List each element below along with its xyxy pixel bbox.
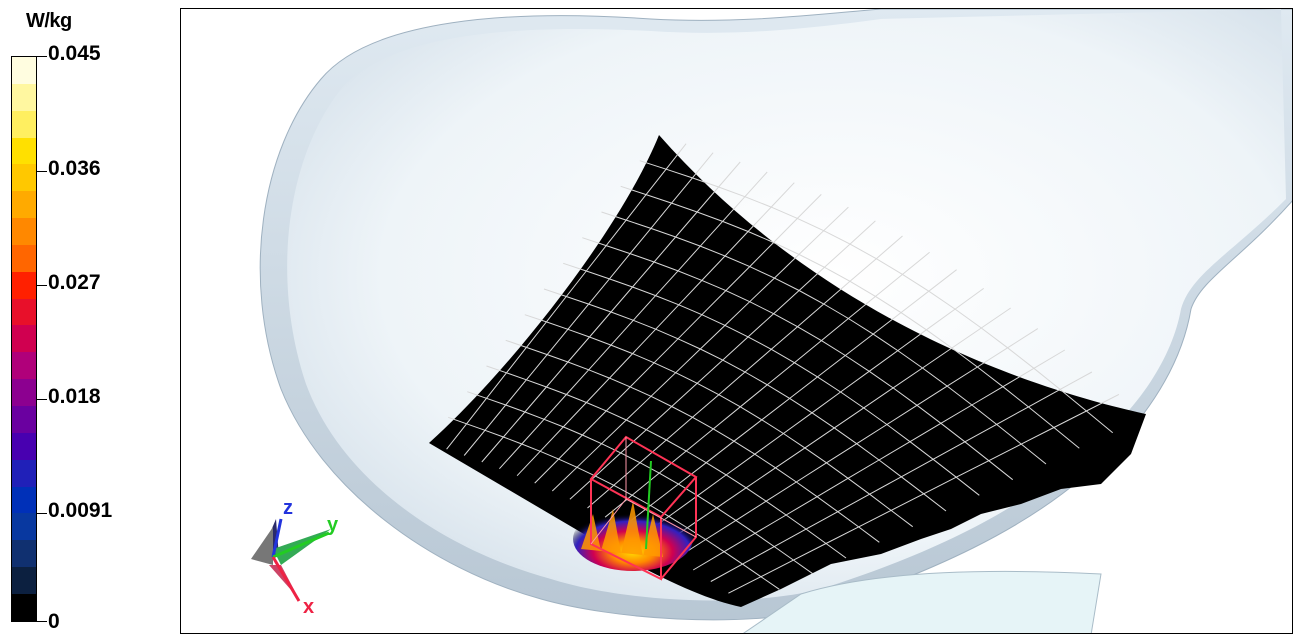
grid-line (582, 237, 1014, 481)
colorbar-segment (12, 137, 36, 165)
grid-line (620, 185, 1080, 449)
legend-tick-label: 0.036 (48, 157, 101, 180)
colorbar-segment (12, 57, 36, 84)
legend-tick (37, 171, 47, 172)
axis-y-label: y (327, 514, 339, 536)
grid-line (601, 211, 1047, 465)
colorbar-segment (12, 271, 36, 299)
colorbar-segment (12, 567, 36, 594)
grid-line (524, 314, 914, 528)
colorbar-segment (12, 83, 36, 111)
colorbar-segment (12, 191, 36, 219)
legend-tick (37, 513, 47, 514)
colorbar-segment (12, 110, 36, 138)
grid-line (486, 365, 847, 559)
legend-tick-label: 0.045 (48, 42, 101, 65)
axis-x-label: x (303, 596, 314, 618)
colorbar-segment (12, 513, 36, 541)
axis-z-label: z (283, 497, 293, 519)
grid-line (543, 288, 947, 512)
colorbar-segment (12, 298, 36, 326)
phantom-base-block (743, 570, 1102, 633)
legend-tick-label: 0.018 (48, 385, 101, 408)
legend-tick (37, 399, 47, 400)
colorbar-segment (12, 164, 36, 192)
measurement-grid-lines (446, 143, 1120, 594)
colorbar-segment (12, 593, 36, 621)
sar-hotspot-peaks (581, 501, 663, 557)
legend-tick-label: 0.0091 (48, 499, 113, 522)
colorbar-segment (12, 459, 36, 487)
axis-triad: z y x (251, 497, 339, 618)
legend-tick (37, 621, 47, 622)
colorbar-segment (12, 325, 36, 353)
grid-line (563, 262, 980, 496)
scene-svg: z y x (251, 9, 1292, 633)
colorbar-segment (12, 432, 36, 460)
colorbar-segment (12, 405, 36, 433)
legend-tick (37, 56, 47, 57)
colorbar-segment (12, 352, 36, 380)
zoom-scan-cube (589, 435, 698, 581)
legend-tick (37, 285, 47, 286)
legend-unit-label: W/kg (26, 10, 72, 32)
colorbar-segment (12, 540, 36, 568)
legend-tick-label: 0.027 (48, 271, 101, 294)
grid-line (639, 160, 1114, 434)
colorbar (11, 56, 37, 622)
grid-line (467, 391, 813, 575)
colorbar-segment (12, 486, 36, 514)
colorbar-segment (12, 379, 36, 406)
legend-tick-label: 0 (48, 610, 60, 633)
colorbar-segment (12, 244, 36, 272)
grid-line (448, 416, 780, 590)
3d-viewport[interactable]: z y x (180, 8, 1293, 634)
colorbar-legend: W/kg 0.045 0.036 0.027 0.018 0.0091 0 (0, 0, 175, 636)
grid-line (505, 339, 880, 543)
colorbar-segment (12, 218, 36, 245)
